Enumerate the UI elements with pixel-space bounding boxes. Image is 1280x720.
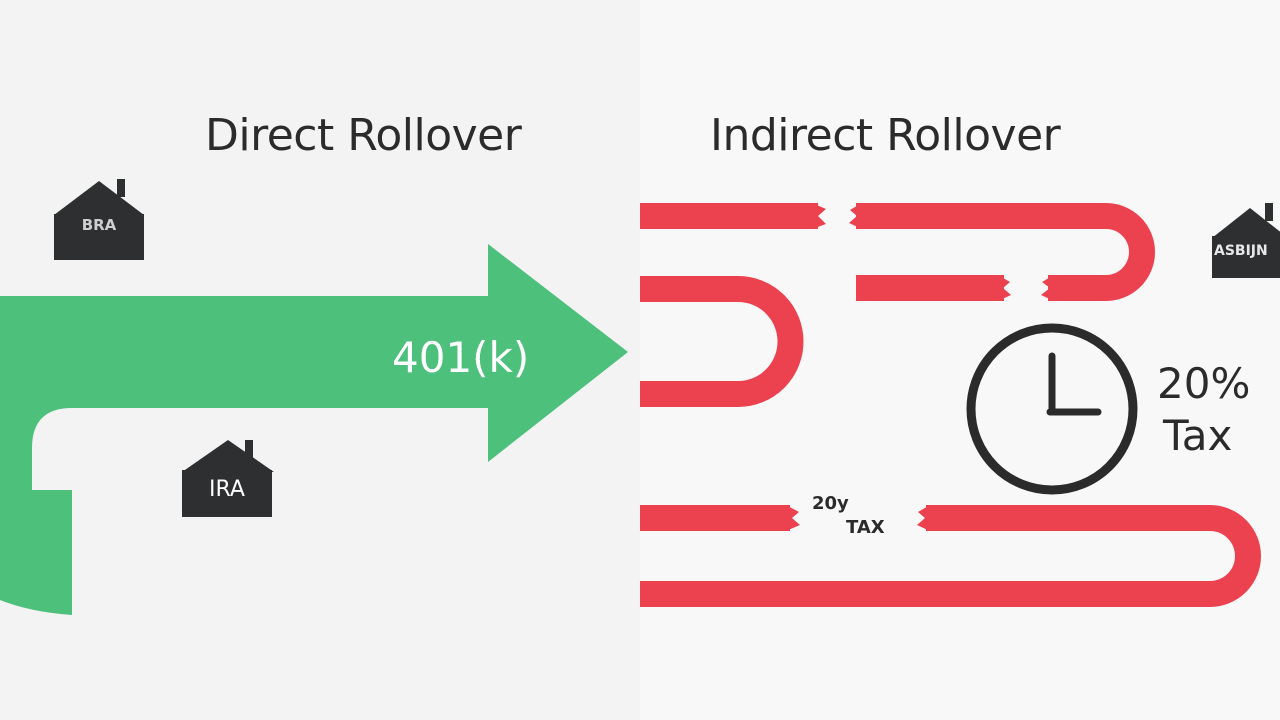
direct-rollover-title: Direct Rollover <box>205 110 522 161</box>
green-arrow-icon <box>0 244 628 615</box>
tax-label-large-line2: Tax <box>1162 411 1232 460</box>
house-top-label: BRA <box>82 216 117 234</box>
indirect-rollover-title: Indirect Rollover <box>710 110 1061 161</box>
clock-icon <box>966 323 1138 495</box>
tax-label-small-line2: TAX <box>846 517 885 538</box>
arrow-label: 401(k) <box>392 333 529 382</box>
tax-label-large-line1: 20% <box>1157 359 1250 408</box>
pipe-icon <box>640 203 1261 607</box>
house-ira-label: IRA <box>209 477 245 502</box>
house-right-label: ASBIJN <box>1214 243 1268 259</box>
pipe-break-marks <box>786 203 1054 531</box>
house-icon <box>182 440 274 517</box>
house-icon <box>1212 203 1280 278</box>
tax-label-small-line1: 20y <box>812 493 849 514</box>
house-icon <box>54 179 144 260</box>
